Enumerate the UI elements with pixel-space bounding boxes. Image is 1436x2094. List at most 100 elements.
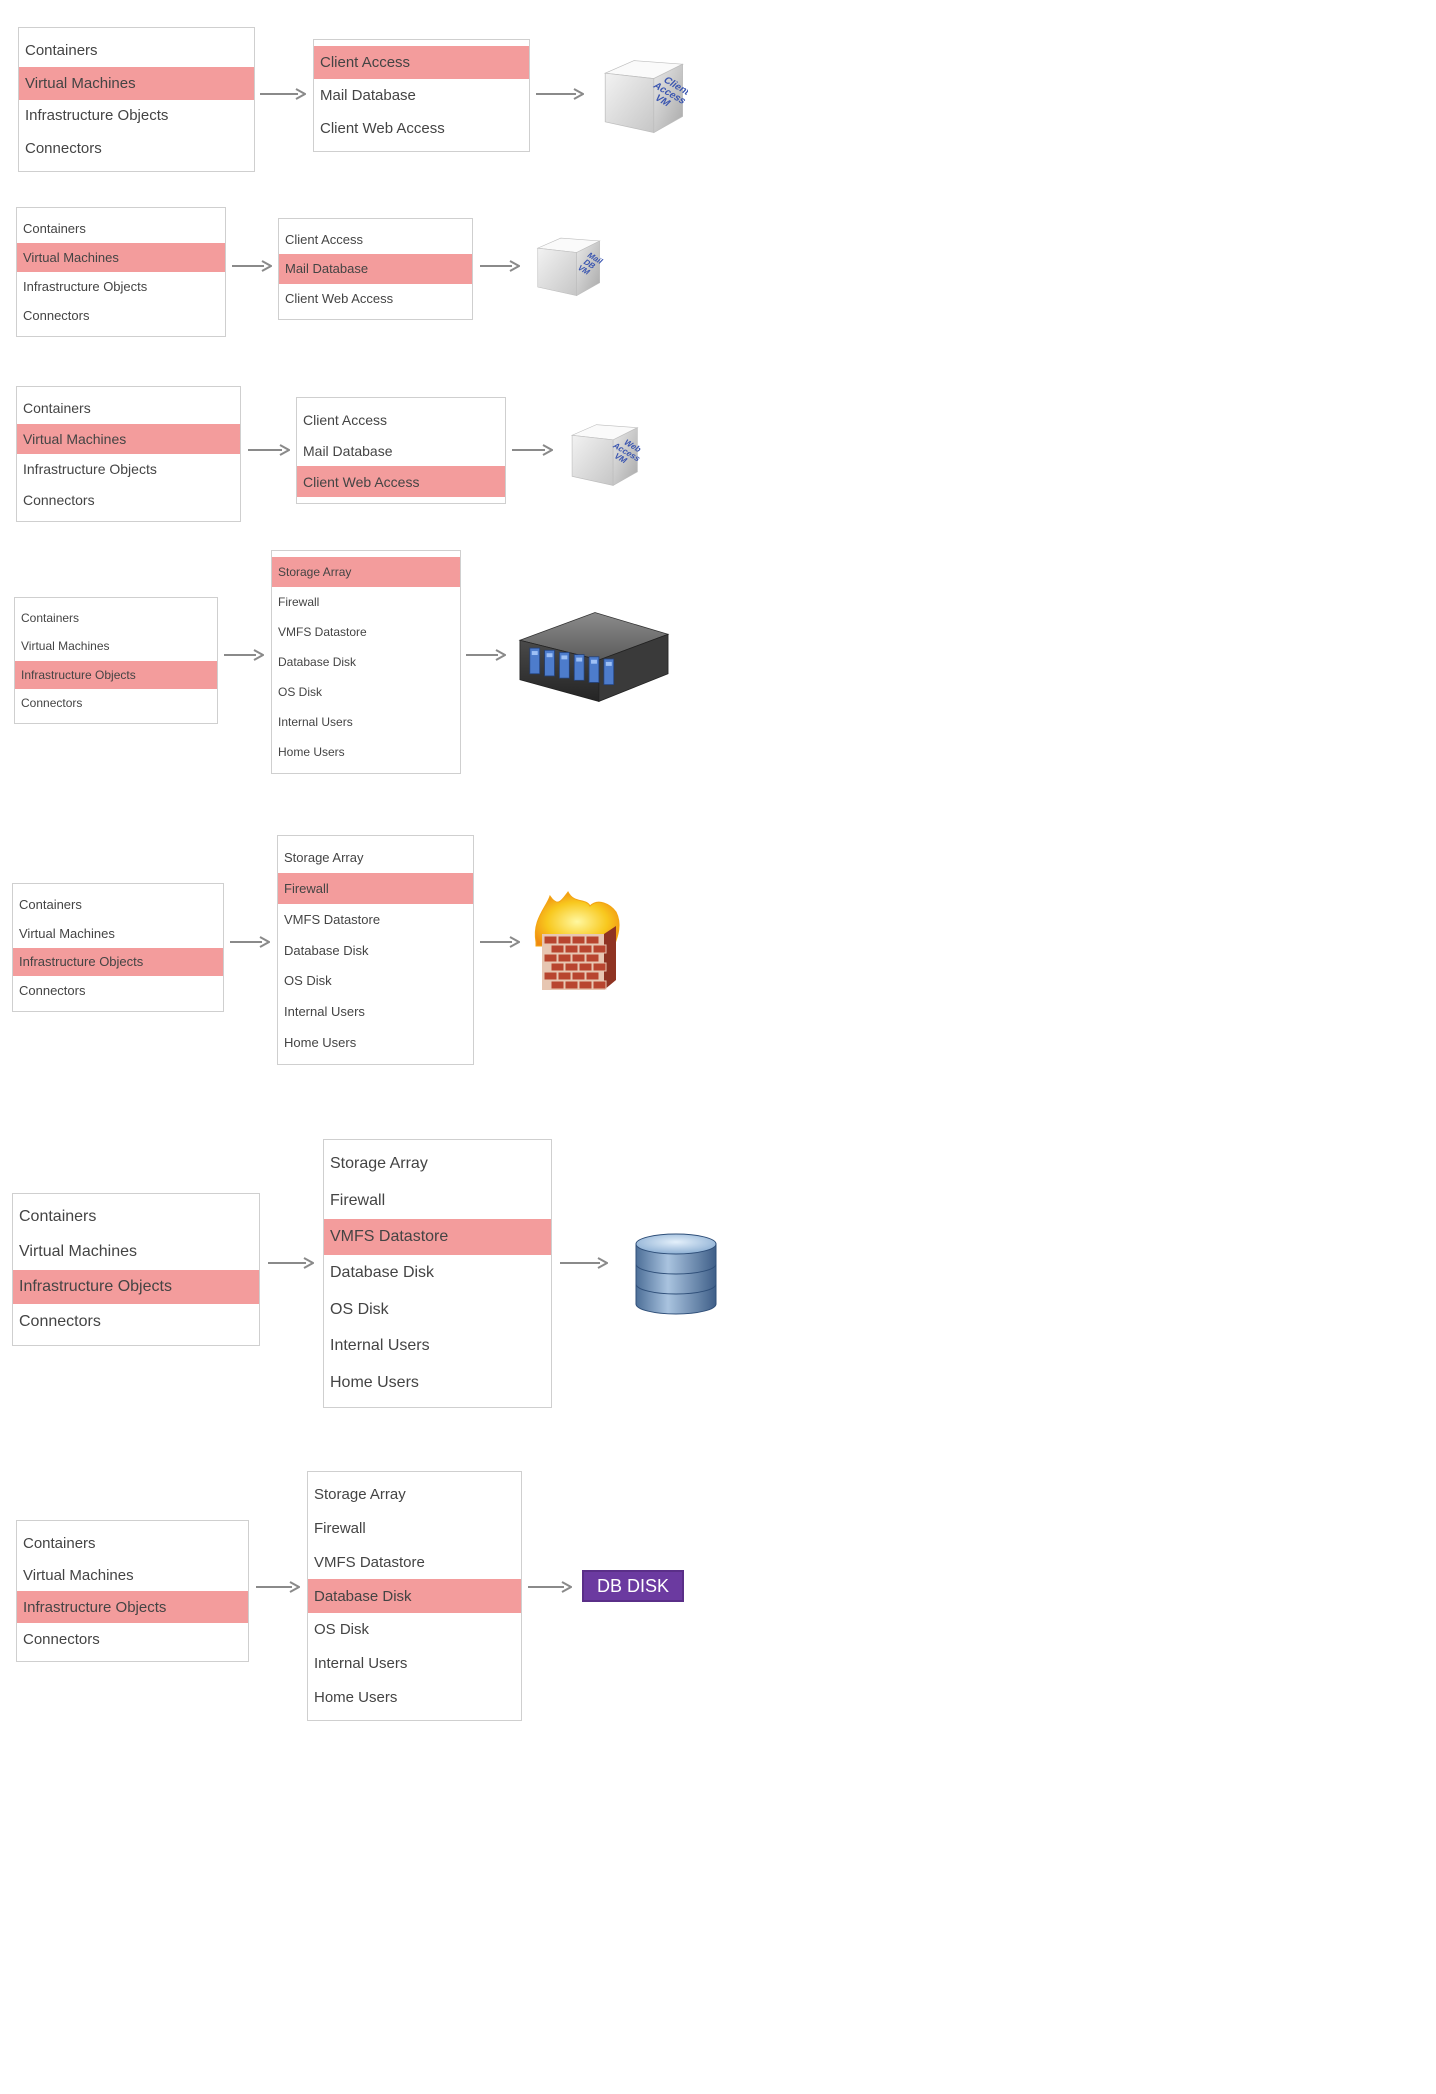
list-item-home-users[interactable]: Home Users: [330, 1373, 419, 1391]
list-item-infrastructure-objects[interactable]: Infrastructure Objects: [23, 279, 148, 294]
list-item-containers[interactable]: Containers: [25, 41, 98, 59]
list-item-internal-users[interactable]: Internal Users: [314, 1654, 408, 1672]
arrow-right-icon: [224, 649, 264, 661]
list-item-containers[interactable]: Containers: [19, 1208, 97, 1226]
cube-icon: MailDBVM: [536, 237, 604, 297]
firewall-icon: [534, 891, 620, 990]
list-item-home-users[interactable]: Home Users: [314, 1688, 398, 1706]
list-item-storage-array[interactable]: Storage Array: [330, 1155, 428, 1173]
cube-icon: ClientAccessVM: [603, 60, 688, 134]
list-item-firewall[interactable]: Firewall: [314, 1520, 366, 1538]
arrow-right-icon: [512, 444, 553, 456]
list-item-vmfs-datastore[interactable]: VMFS Datastore: [284, 911, 381, 927]
list-item-client-access[interactable]: Client Access: [303, 411, 388, 428]
list-item-virtual-machines[interactable]: Virtual Machines: [17, 243, 225, 272]
list-item-connectors[interactable]: Connectors: [23, 1630, 100, 1648]
list-item-os-disk[interactable]: OS Disk: [330, 1300, 389, 1318]
list-item-internal-users[interactable]: Internal Users: [330, 1337, 430, 1355]
list-item-connectors[interactable]: Connectors: [25, 140, 102, 158]
list-item-containers[interactable]: Containers: [21, 611, 80, 626]
list-item-os-disk[interactable]: OS Disk: [284, 973, 332, 989]
list-item-infrastructure-objects[interactable]: Infrastructure Objects: [23, 461, 157, 478]
list-item-virtual-machines[interactable]: Virtual Machines: [19, 1243, 137, 1261]
list-item-database-disk[interactable]: Database Disk: [284, 942, 369, 958]
arrow-right-icon: [480, 936, 520, 948]
arrow-right-icon: [466, 649, 506, 661]
list-item-internal-users[interactable]: Internal Users: [278, 715, 353, 729]
arrow-right-icon: [230, 936, 270, 948]
list-item-mail-database[interactable]: Mail Database: [279, 254, 472, 284]
arrow-right-icon: [232, 260, 272, 272]
db-disk-badge: DB DISK: [582, 1570, 684, 1602]
list-item-client-web-access[interactable]: Client Web Access: [320, 120, 445, 137]
list-item-os-disk[interactable]: OS Disk: [314, 1621, 370, 1639]
datastore-icon: [635, 1233, 717, 1315]
list-item-connectors[interactable]: Connectors: [23, 491, 95, 508]
list-item-mail-database[interactable]: Mail Database: [303, 442, 393, 459]
list-item-client-access[interactable]: Client Access: [285, 232, 364, 248]
list-item-virtual-machines[interactable]: Virtual Machines: [21, 639, 110, 654]
list-item-virtual-machines[interactable]: Virtual Machines: [17, 423, 240, 454]
list-item-containers[interactable]: Containers: [19, 896, 82, 912]
arrow-right-icon: [528, 1581, 572, 1593]
list-item-storage-array[interactable]: Storage Array: [272, 557, 460, 587]
arrow-right-icon: [560, 1257, 608, 1269]
list-item-firewall[interactable]: Firewall: [278, 872, 473, 904]
arrow-right-icon: [268, 1257, 314, 1269]
arrow-right-icon: [248, 444, 290, 456]
list-item-storage-array[interactable]: Storage Array: [284, 849, 364, 865]
cube-icon: WebAccessVM: [570, 424, 642, 486]
list-item-virtual-machines[interactable]: Virtual Machines: [19, 66, 254, 100]
list-item-infrastructure-objects[interactable]: Infrastructure Objects: [13, 1269, 259, 1305]
arrow-right-icon: [480, 260, 520, 272]
list-item-infrastructure-objects[interactable]: Infrastructure Objects: [15, 660, 217, 689]
list-item-containers[interactable]: Containers: [23, 1534, 96, 1552]
arrow-right-icon: [260, 88, 306, 100]
list-item-home-users[interactable]: Home Users: [278, 745, 345, 759]
list-item-virtual-machines[interactable]: Virtual Machines: [19, 925, 115, 941]
list-item-firewall[interactable]: Firewall: [278, 595, 320, 609]
arrow-right-icon: [256, 1581, 300, 1593]
list-item-firewall[interactable]: Firewall: [330, 1191, 386, 1209]
list-item-connectors[interactable]: Connectors: [19, 983, 86, 999]
list-item-connectors[interactable]: Connectors: [23, 308, 90, 323]
cube-label: WebAccessVM: [605, 435, 642, 469]
list-item-vmfs-datastore[interactable]: VMFS Datastore: [278, 625, 367, 639]
list-item-infrastructure-objects[interactable]: Infrastructure Objects: [17, 1591, 248, 1623]
list-item-client-web-access[interactable]: Client Web Access: [285, 290, 394, 306]
list-item-infrastructure-objects[interactable]: Infrastructure Objects: [25, 107, 169, 125]
list-item-os-disk[interactable]: OS Disk: [278, 685, 323, 699]
list-item-storage-array[interactable]: Storage Array: [314, 1486, 406, 1504]
list-item-connectors[interactable]: Connectors: [19, 1312, 101, 1330]
storage-array-icon: [518, 612, 670, 703]
arrow-right-icon: [536, 88, 584, 100]
list-item-vmfs-datastore[interactable]: VMFS Datastore: [324, 1218, 551, 1256]
list-item-database-disk[interactable]: Database Disk: [278, 655, 357, 669]
list-item-vmfs-datastore[interactable]: VMFS Datastore: [314, 1553, 425, 1571]
list-item-containers[interactable]: Containers: [23, 221, 86, 236]
list-item-virtual-machines[interactable]: Virtual Machines: [23, 1566, 134, 1584]
list-item-containers[interactable]: Containers: [23, 400, 91, 417]
list-item-database-disk[interactable]: Database Disk: [330, 1264, 435, 1282]
list-item-connectors[interactable]: Connectors: [21, 695, 83, 710]
list-item-infrastructure-objects[interactable]: Infrastructure Objects: [13, 947, 223, 977]
list-item-client-access[interactable]: Client Access: [314, 46, 529, 79]
list-item-client-web-access[interactable]: Client Web Access: [297, 466, 505, 497]
list-item-mail-database[interactable]: Mail Database: [320, 87, 416, 104]
list-item-internal-users[interactable]: Internal Users: [284, 1004, 365, 1020]
list-item-database-disk[interactable]: Database Disk: [308, 1579, 521, 1613]
list-item-home-users[interactable]: Home Users: [284, 1035, 357, 1051]
